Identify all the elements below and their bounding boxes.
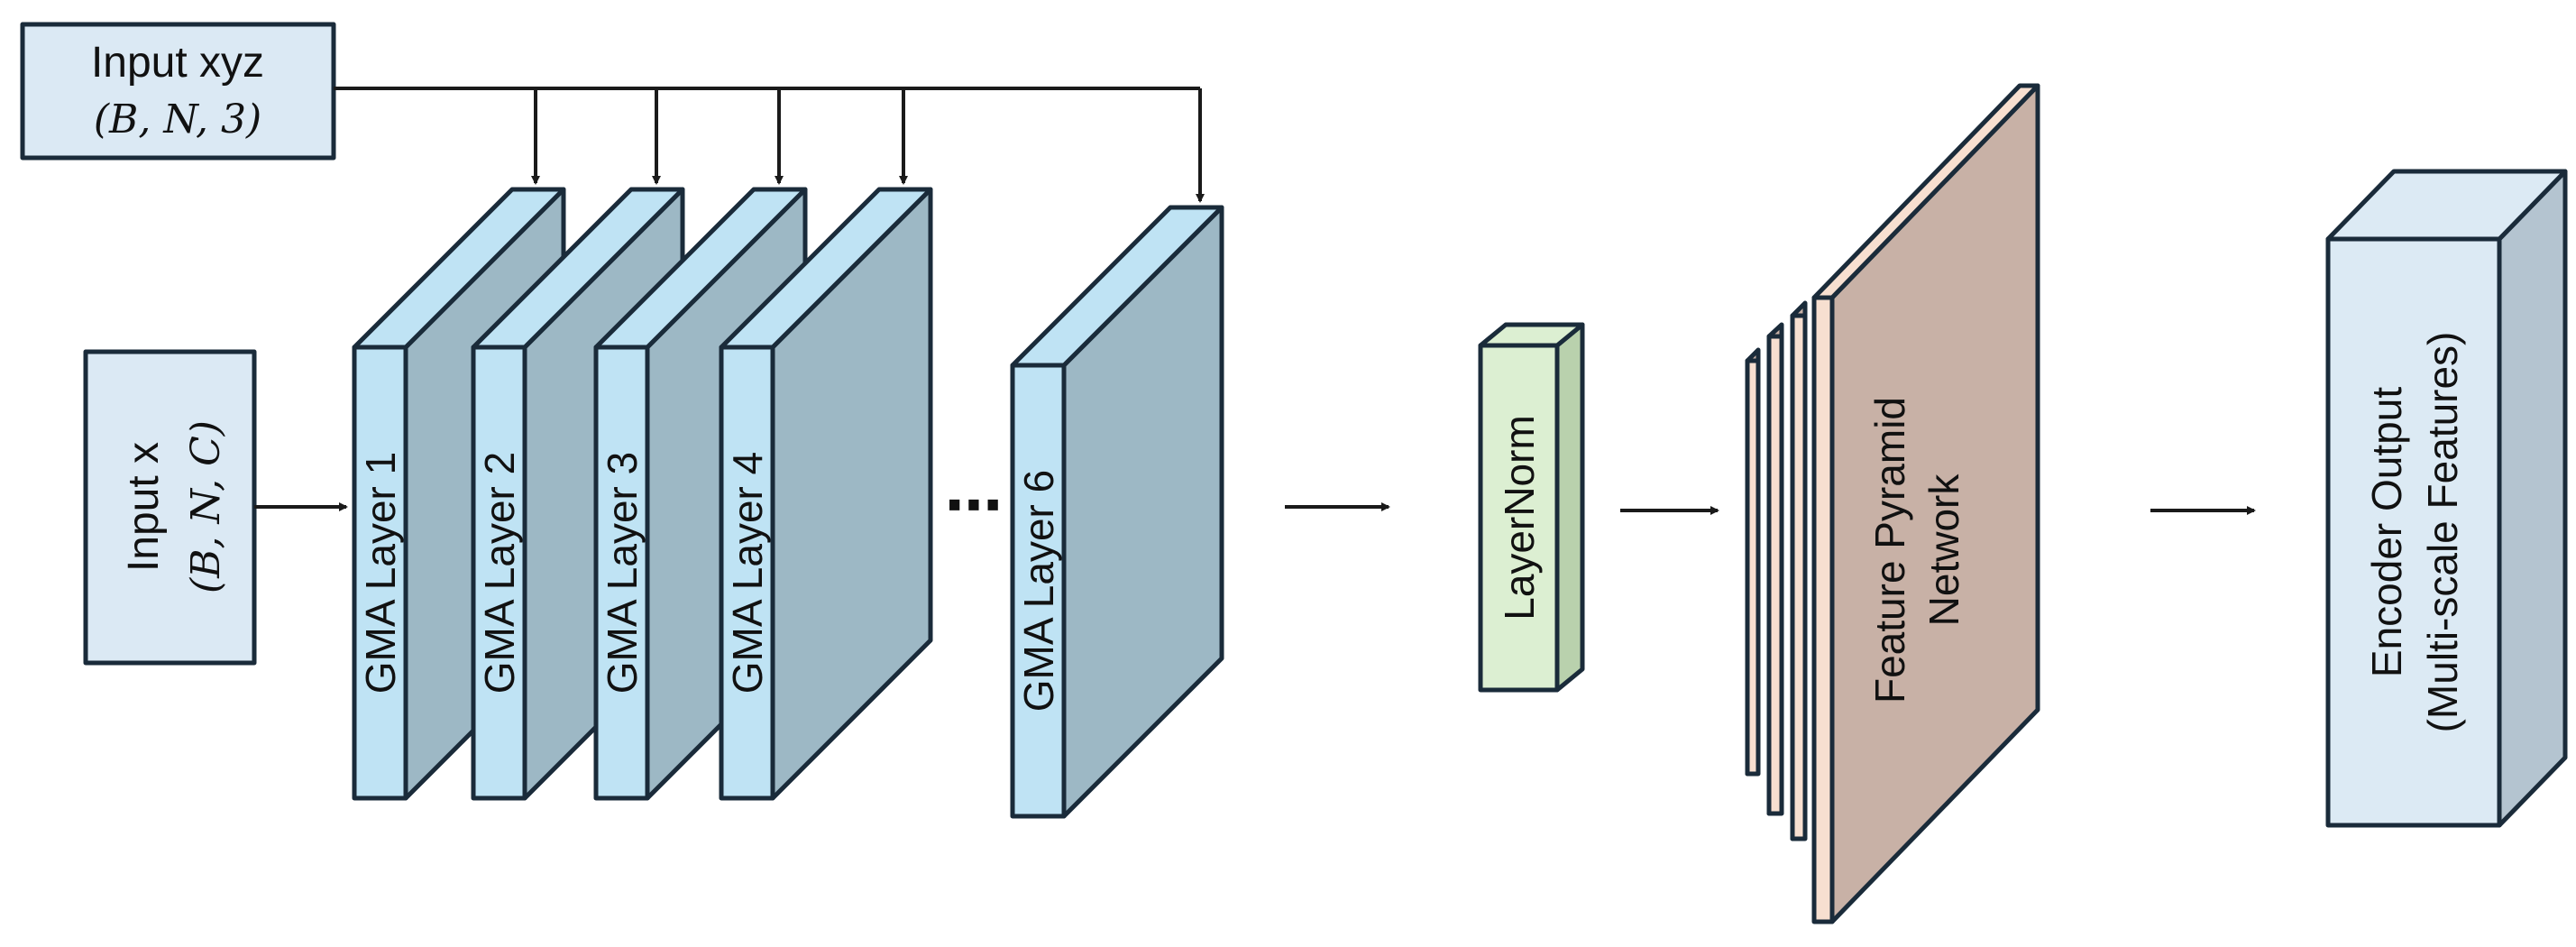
gma-layer-4-label: GMA Layer 4 (724, 452, 771, 694)
input-x-title: Input x (120, 442, 168, 572)
input-x-box: Input x (B, N, C) (83, 349, 257, 666)
input-xyz-shape: (B, N, 3) (94, 97, 261, 143)
input-xyz-rect (20, 22, 336, 161)
encoder-output-block: Encoder Output (Multi-scale Features) (2325, 169, 2568, 828)
gma-layer-4: GMA Layer 4 (719, 187, 933, 801)
input-xyz-box: Input xyz (B, N, 3) (20, 22, 336, 161)
fpn-main-front (1811, 295, 1835, 924)
encoder-output-front (2325, 236, 2502, 828)
fpn-label-line1: Feature Pyramid (1866, 397, 1913, 703)
gma-layer-1-label: GMA Layer 1 (357, 452, 404, 694)
fpn-label-line2: Network (1921, 474, 1967, 627)
gma-layer-2-front (471, 345, 527, 801)
gma-layer-2-label: GMA Layer 2 (476, 452, 523, 694)
fpn-block: Feature Pyramid Network (1745, 83, 2040, 924)
fpn-slab-2-front (1766, 334, 1784, 816)
gma-layer-6-label: GMA Layer 6 (1015, 470, 1062, 712)
gma-layer-3-front (593, 345, 650, 801)
layernorm-label: LayerNorm (1496, 415, 1543, 621)
gma-layer-6: GMA Layer 6 (1010, 205, 1224, 819)
layernorm-side (1554, 322, 1585, 693)
input-xyz-title: Input xyz (91, 39, 264, 87)
input-x-shape: (B, N, C) (183, 420, 229, 593)
encoder-output-line1: Encoder Output (2363, 387, 2410, 677)
fpn-slab-3-front (1790, 313, 1808, 841)
gma-layer-6-front (1010, 363, 1067, 819)
layers-ellipsis: ⋯ (945, 473, 1003, 538)
layernorm-front (1478, 343, 1560, 693)
gma-layer-4-front (719, 345, 775, 801)
fpn-slab-1-front (1745, 358, 1761, 777)
encoder-output-line2: (Multi-scale Features) (2419, 332, 2466, 733)
xyz-distribution-wires (334, 87, 1205, 203)
encoder-output-side (2497, 169, 2568, 828)
gma-layer-1-front (352, 345, 408, 801)
gma-layer-3-label: GMA Layer 3 (599, 452, 646, 694)
layernorm-block: LayerNorm (1478, 322, 1585, 693)
